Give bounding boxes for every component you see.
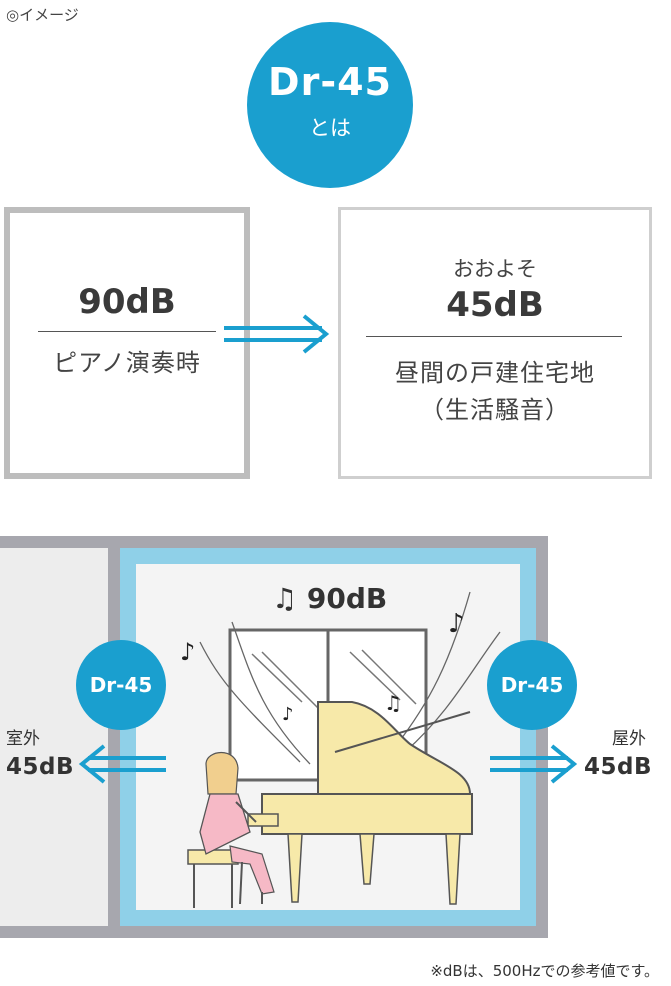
left-divider xyxy=(38,331,216,332)
footnote: ※dBは、500Hzでの参考値です。 xyxy=(430,962,659,980)
svg-text:♪: ♪ xyxy=(282,704,294,725)
right-outside-label: 屋外 xyxy=(612,729,646,749)
room-sound-level: ♫ 90dB xyxy=(272,582,388,615)
image-caption: ◎イメージ xyxy=(6,6,79,24)
badge-subtitle: とは xyxy=(309,116,351,140)
right-wall-badge: Dr-45 xyxy=(487,640,577,730)
reduced-label-line2: （生活騒音） xyxy=(420,396,570,424)
svg-text:♫: ♫ xyxy=(384,691,402,715)
badge-title: Dr-45 xyxy=(268,60,392,104)
reduced-db-value: 45dB xyxy=(446,285,544,325)
reduced-level-box xyxy=(338,207,652,479)
left-outside-label: 室外 xyxy=(6,729,40,749)
piano-label: ピアノ演奏時 xyxy=(53,349,201,377)
right-outside-value: 45dB xyxy=(584,754,653,780)
right-divider xyxy=(366,336,622,337)
svg-text:♪: ♪ xyxy=(448,609,465,639)
svg-text:♪: ♪ xyxy=(180,638,195,666)
left-wall-badge: Dr-45 xyxy=(76,640,166,730)
room-illustration: ♪ ♪ ♫ ♪ xyxy=(0,532,671,942)
piano-level-box xyxy=(4,207,250,479)
approx-label: おおよそ xyxy=(453,257,537,281)
left-outside-value: 45dB xyxy=(6,754,75,780)
reduced-label-line1: 昼間の戸建住宅地 xyxy=(395,359,595,387)
piano-db-value: 90dB xyxy=(78,282,176,322)
right-double-arrow-icon xyxy=(224,314,330,354)
dr45-badge: Dr-45 とは xyxy=(247,22,413,188)
